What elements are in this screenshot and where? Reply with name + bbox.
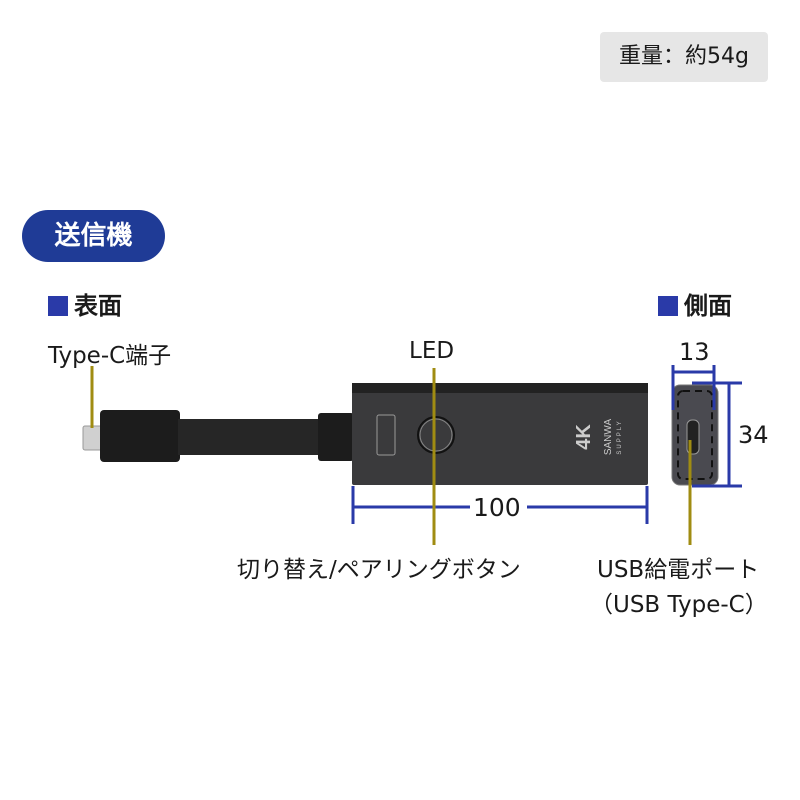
pairing-button[interactable] <box>417 416 455 454</box>
length-dimension <box>351 486 649 524</box>
weight-badge: 重量：約54g <box>600 32 768 82</box>
usb-port-type-label: （USB Type-C） <box>590 592 768 618</box>
length-value: 100 <box>473 493 521 522</box>
led-label: LED <box>409 338 455 364</box>
section-front-label: 表面 <box>74 292 122 320</box>
section-side-label: 側面 <box>684 292 732 320</box>
plug-housing <box>100 410 180 462</box>
square-bullet-icon <box>658 296 678 316</box>
strain-relief <box>318 413 354 461</box>
usb-port-label: USB給電ポート <box>597 557 760 583</box>
typec-terminal-label: Type-C端子 <box>48 343 172 369</box>
device-tag: 送信機 <box>22 210 165 262</box>
flat-cable <box>178 419 322 455</box>
square-bullet-icon <box>48 296 68 316</box>
device-top-edge <box>352 383 648 393</box>
width-value: 13 <box>679 338 710 366</box>
device-body <box>352 383 648 485</box>
brand-logo: SANWA <box>603 419 614 456</box>
section-front: 表面 <box>48 286 122 321</box>
front-view: 4K SANWA SUPPLY <box>82 383 648 485</box>
brand-sub-logo: SUPPLY <box>617 419 623 454</box>
side-dimensions <box>671 365 742 488</box>
device-tag-print <box>376 414 396 456</box>
resolution-logo: 4K <box>573 424 595 450</box>
button-label: 切り替え/ペアリングボタン <box>237 557 521 583</box>
height-value: 34 <box>738 421 769 449</box>
section-side: 側面 <box>658 286 732 321</box>
leader-lines <box>90 366 692 545</box>
side-view <box>671 384 719 486</box>
